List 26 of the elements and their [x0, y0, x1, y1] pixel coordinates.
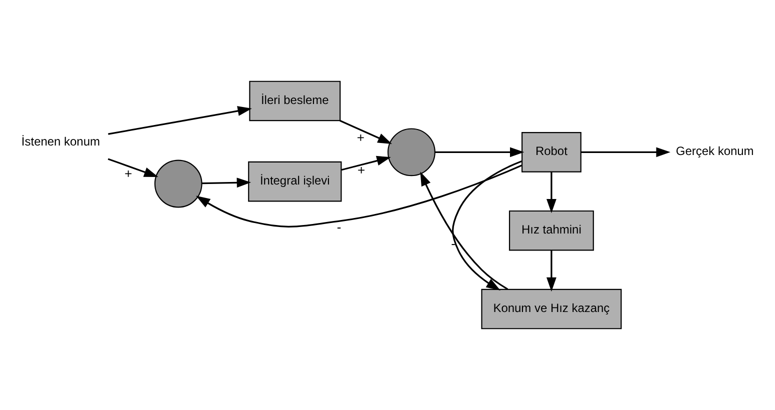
node-box: Konum ve Hız kazanç	[481, 288, 622, 330]
arrow	[202, 178, 252, 188]
node-box: Robot	[522, 132, 582, 172]
arrow	[546, 250, 556, 292]
edge-label: +	[356, 130, 365, 146]
node-box: İleri besleme	[249, 80, 341, 122]
edge-label: +	[358, 162, 366, 178]
edge-label: +	[124, 166, 132, 182]
arrow	[420, 172, 508, 290]
arrow	[435, 147, 524, 158]
node-text: Gerçek konum	[676, 144, 754, 158]
arrow	[546, 172, 556, 214]
node-box: İntegral işlevi	[248, 161, 342, 202]
arrow	[108, 158, 158, 177]
arrow	[341, 156, 391, 171]
node-box: Hız tahmini	[508, 210, 594, 251]
arrow	[196, 164, 522, 228]
node-circle	[388, 128, 436, 176]
edge-label: -	[451, 236, 456, 252]
node-text: İstenen konum	[21, 134, 100, 148]
node-circle	[154, 160, 202, 208]
arrow	[108, 106, 252, 135]
arrow	[581, 147, 670, 158]
arrow	[452, 160, 522, 290]
arrow	[340, 120, 392, 144]
edge-label: -	[336, 219, 342, 234]
